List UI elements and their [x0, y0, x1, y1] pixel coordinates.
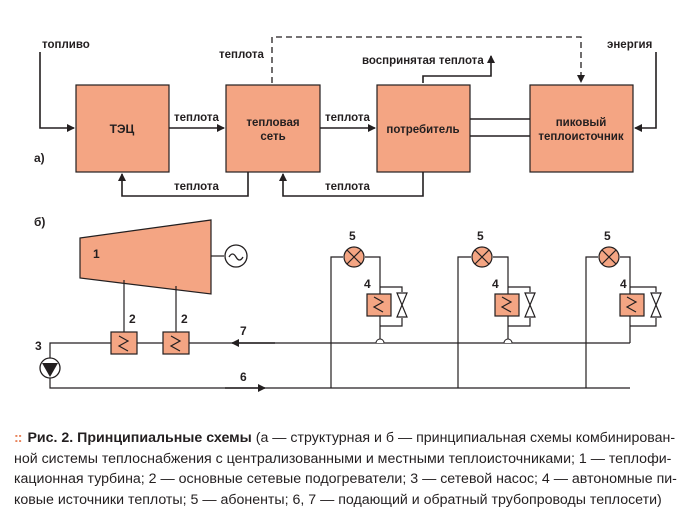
part-b-label: б)	[34, 215, 45, 229]
consumer-block	[376, 84, 471, 173]
top-heat-label: теплота	[219, 49, 264, 61]
caption-line-1: ::Рис. 2. Принципиальные схемы (а — стру…	[14, 428, 690, 449]
consumer-to-network-label: теплота	[325, 181, 370, 193]
network-pump-icon	[39, 357, 61, 379]
subscriber-group-2	[457, 246, 536, 388]
heat-supply-diagram: а) ТЭЦ тепловая сеть потребитель пиковый…	[34, 36, 662, 392]
peak-label-1: пиковый	[556, 117, 607, 129]
return-pipe	[49, 342, 630, 358]
subscriber-group-1	[330, 246, 408, 388]
supply-pipe-number: 6	[240, 370, 247, 384]
network-to-tec-label: теплота	[174, 181, 219, 193]
tec-to-network-label: теплота	[174, 112, 219, 124]
valve-2-icon	[524, 292, 536, 318]
return-pipe-number: 7	[240, 324, 247, 338]
tec-label: ТЭЦ	[110, 122, 135, 136]
caption-title: Рис. 2. Принципиальные схемы	[27, 430, 252, 446]
autonomous-number-1: 4	[364, 277, 371, 291]
autonomous-number-3: 4	[620, 277, 627, 291]
caption-line-1-text: (а — структурная и б — принципиальная сх…	[251, 430, 676, 446]
peak-label-2: теплоисточник	[538, 131, 624, 143]
fuel-label: топливо	[42, 39, 90, 51]
subscriber-number-2: 5	[477, 229, 484, 243]
caption-line-4: ковые источники теплоты; 5 — абоненты; 6…	[14, 491, 662, 508]
pump-number: 3	[35, 339, 42, 353]
subscriber-group-3	[585, 246, 662, 388]
generator-icon	[224, 244, 248, 268]
network-label-2: сеть	[260, 131, 285, 143]
received-heat-arrow	[422, 55, 495, 83]
energy-label: энергия	[607, 39, 652, 51]
turbine-shape	[79, 219, 212, 295]
caption-line-2: ной системы теплоснабжения с централизов…	[14, 450, 672, 467]
network-label-1: тепловая	[246, 117, 299, 129]
autonomous-number-2: 4	[492, 277, 499, 291]
heater-number-1: 2	[129, 312, 136, 326]
network-to-peak-dashed	[271, 36, 585, 83]
heater-number-2: 2	[181, 312, 188, 326]
autonomous-source-2	[494, 293, 520, 317]
network-to-tec-arrow	[118, 172, 249, 197]
caption-bullet: ::	[14, 430, 23, 446]
figure-caption: ::Рис. 2. Принципиальные схемы (а — стру…	[14, 428, 690, 510]
supply-pipe	[49, 378, 630, 389]
consumer-label: потребитель	[386, 124, 459, 136]
turbine-number: 1	[93, 247, 100, 261]
autonomous-source-3	[619, 293, 645, 317]
structural-scheme: а) ТЭЦ тепловая сеть потребитель пиковый…	[34, 36, 657, 197]
caption-line-3: кационная турбина; 2 — основные сетевые …	[14, 471, 677, 487]
part-a-label: а)	[34, 151, 45, 165]
received-heat-label: воспринятая теплота	[362, 55, 484, 67]
network-heater-2	[162, 331, 190, 355]
valve-1-icon	[396, 292, 408, 318]
autonomous-source-1	[366, 293, 392, 317]
energy-arrow	[634, 52, 657, 132]
network-to-consumer-label: теплота	[325, 112, 370, 124]
subscriber-number-3: 5	[604, 229, 611, 243]
tec-block	[75, 84, 170, 173]
principal-scheme: б) 1 7 6 2 2	[34, 215, 662, 392]
heat-network-block	[225, 84, 321, 173]
valve-3-icon	[650, 292, 662, 318]
fuel-arrow	[39, 52, 75, 132]
consumer-to-network-arrow	[279, 172, 424, 197]
network-heater-1	[110, 331, 138, 355]
peak-source-block	[529, 84, 634, 173]
subscriber-number-1: 5	[349, 229, 356, 243]
